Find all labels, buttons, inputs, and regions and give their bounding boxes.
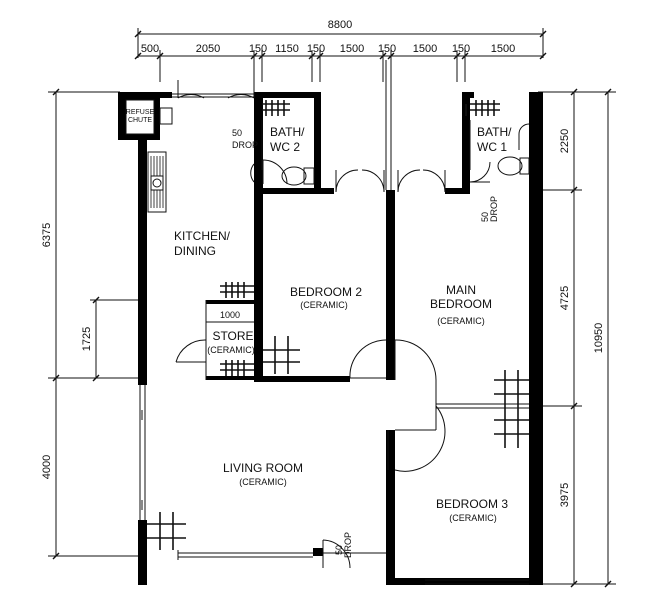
- dim-top-seg-10: 1500: [491, 43, 515, 55]
- dim-left-middle: 1725: [81, 327, 93, 351]
- store-finish: (CERAMIC): [207, 345, 255, 355]
- bath-wc1-label-2: WC 1: [477, 140, 507, 154]
- dimension-labels: 8800 500 2050 150 1150 150 1500 150 1500…: [41, 19, 605, 507]
- dim-top-seg-8: 1500: [413, 43, 437, 55]
- main-bedroom-name-1: MAIN: [446, 283, 476, 297]
- dim-right-3: 3975: [559, 483, 571, 507]
- dim-top-seg-3: 150: [249, 43, 267, 55]
- kitchen-label-2: DINING: [174, 244, 216, 258]
- dim-top-seg-5: 150: [307, 43, 325, 55]
- living-room-name: LIVING ROOM: [223, 461, 303, 475]
- dim-top-total: 8800: [328, 19, 352, 31]
- dim-top-seg-1: 500: [141, 43, 159, 55]
- dim-right-1: 2250: [559, 129, 571, 153]
- bedroom2-name: BEDROOM 2: [290, 285, 362, 299]
- bath-wc2-label-1: BATH/: [270, 125, 305, 139]
- tile-grids: [147, 100, 529, 550]
- bath2-drop-value: 50: [232, 128, 242, 138]
- kitchen-label-1: KITCHEN/: [174, 229, 231, 243]
- bath-wc2-label-2: WC 2: [270, 140, 300, 154]
- doors: [175, 72, 491, 569]
- dim-top-seg-7: 150: [378, 43, 396, 55]
- main-bedroom-name-2: BEDROOM: [430, 297, 492, 311]
- fixtures: [125, 99, 530, 213]
- dim-right-2: 4725: [559, 286, 571, 310]
- dim-top-seg-9: 150: [452, 43, 470, 55]
- partitions: [139, 60, 529, 585]
- dim-store-width: 1000: [220, 310, 240, 320]
- dim-top-seg-2: 2050: [196, 43, 220, 55]
- living-room-finish: (CERAMIC): [239, 477, 287, 487]
- bath-wc1-label-1: BATH/: [477, 125, 512, 139]
- bedroom2-finish: (CERAMIC): [300, 300, 348, 310]
- bath1-drop-value: 50: [480, 212, 490, 222]
- dim-top-seg-6: 1500: [340, 43, 364, 55]
- dim-top-seg-4: 1150: [275, 43, 299, 55]
- refuse-chute-label-1: REFUSE: [126, 109, 155, 116]
- drop-labels: 50 DROP 50 DROP 50 DROP: [232, 128, 499, 558]
- dim-left-bottom: 4000: [41, 455, 53, 479]
- entrance-drop-text: DROP: [343, 532, 353, 558]
- refuse-chute-label-2: CHUTE: [128, 117, 152, 124]
- dim-left-top: 6375: [41, 223, 53, 247]
- store-name: STORE: [212, 329, 253, 343]
- dim-right-total: 10950: [593, 323, 605, 354]
- bedroom3-finish: (CERAMIC): [449, 513, 497, 523]
- room-labels: REFUSE CHUTE BATH/ WC 2 BATH/ WC 1 KITCH…: [126, 109, 512, 523]
- bath1-drop-text: DROP: [489, 196, 499, 222]
- entrance-drop-value: 50: [334, 545, 344, 555]
- dimension-lines: [48, 28, 616, 588]
- main-bedroom-finish: (CERAMIC): [437, 316, 485, 326]
- walls: [118, 92, 543, 585]
- bath2-drop-text: DROP: [232, 140, 258, 150]
- bedroom3-name: BEDROOM 3: [436, 497, 508, 511]
